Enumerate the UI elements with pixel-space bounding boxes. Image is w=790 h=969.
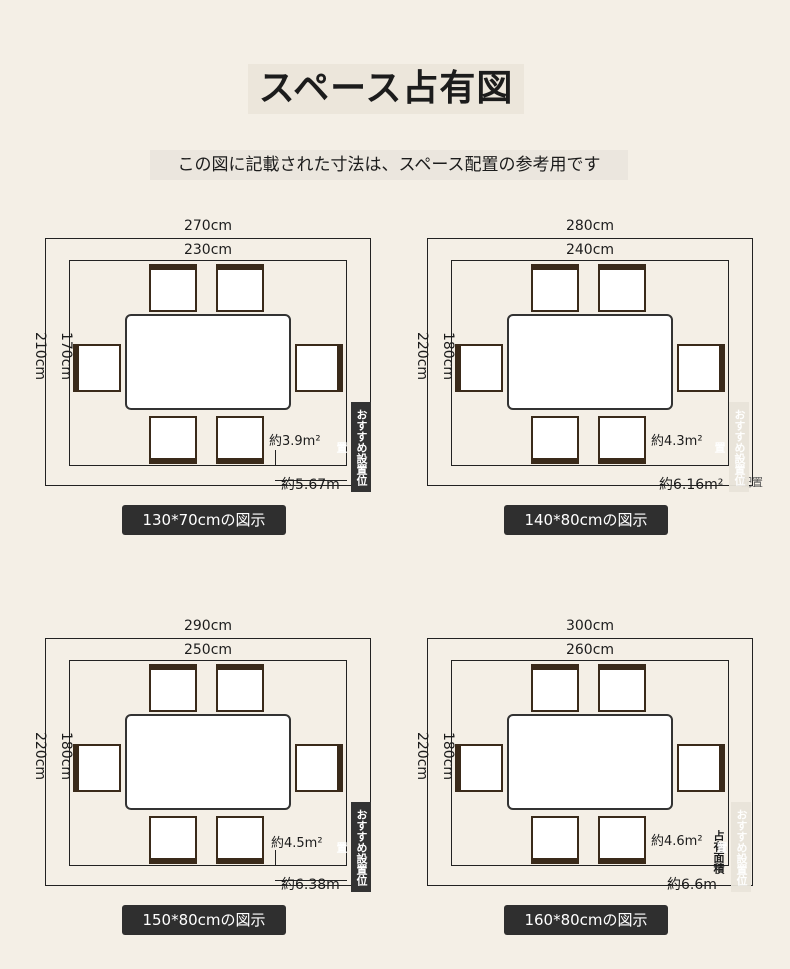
inner-area-rect [69,660,347,866]
diagram-140x80: 280cm 240cm 220cm 180cm 約4.3m² 約6.16m² 配… [414,218,787,528]
inner-width-label: 230cm [183,242,233,258]
outer-width-label: 290cm [183,618,233,634]
outer-width-label: 280cm [565,218,615,234]
area-bracket [275,850,276,866]
inner-height-label: 180cm [440,731,456,781]
inner-area-rect [69,260,347,466]
chair-right [295,344,343,392]
outer-area-label: 約5.67m [281,477,340,493]
chair-left [455,344,503,392]
area-bracket [275,480,347,481]
caption-140x80: 140*80cmの図示 [504,505,668,535]
outer-height-label: 220cm [32,731,48,781]
recommend-badge: おすすめ設置位置 [713,402,749,492]
chair-bottom-left [149,816,197,864]
dining-table [507,714,673,810]
outer-area-rect [45,638,371,886]
chair-bottom-left [531,416,579,464]
page-subtitle: この図に記載された寸法は、スペース配置の参考用です [150,150,628,180]
caption-150x80: 150*80cmの図示 [122,905,286,935]
outer-area-rect [427,638,753,886]
chair-left [455,744,503,792]
chair-top-left [531,264,579,312]
inner-width-label: 250cm [183,642,233,658]
outer-area-rect [427,238,753,486]
chair-top-right [598,664,646,712]
area-bracket [275,880,347,881]
dining-table [507,314,673,410]
diagram-130x70: 270cm 230cm 210cm 170cm 約3.9m² 約5.67m おす… [32,218,405,528]
inner-area-rect [451,260,729,466]
chair-right [677,744,725,792]
chair-bottom-right [598,816,646,864]
outer-area-label: 約6.38m [281,877,340,893]
diagram-150x80: 290cm 250cm 220cm 180cm 約4.5m² 約6.38m おす… [32,618,405,928]
dining-table [125,714,291,810]
chair-top-right [216,664,264,712]
chair-top-left [531,664,579,712]
inner-area-label: 約3.9m² [269,434,321,449]
outer-area-label: 約6.6m [667,877,717,893]
inner-width-label: 240cm [565,242,615,258]
inner-width-label: 260cm [565,642,615,658]
dining-table [125,314,291,410]
area-bracket [275,450,276,466]
chair-right [295,744,343,792]
page-title: スペース占有図 [248,64,524,114]
outer-height-label: 220cm [414,731,430,781]
inner-area-label: 約4.5m² [271,836,323,851]
caption-160x80: 160*80cmの図示 [504,905,668,935]
chair-top-right [598,264,646,312]
inner-area-label: 約4.6m² [651,834,703,849]
outer-width-label: 300cm [565,618,615,634]
outer-height-label: 210cm [32,331,48,381]
outer-width-label: 270cm [183,218,233,234]
chair-bottom-right [216,816,264,864]
diagram-160x80: 300cm 260cm 220cm 180cm 約4.6m² 占有面積 約6.6… [414,618,787,928]
recommend-badge: おすすめ設置位置 [335,802,371,892]
inner-area-label: 約4.3m² [651,434,703,449]
inner-height-label: 170cm [58,331,74,381]
chair-bottom-right [216,416,264,464]
recommend-badge: おすすめ設置位置 [335,402,371,492]
chair-bottom-right [598,416,646,464]
chair-bottom-left [149,416,197,464]
chair-left [73,344,121,392]
caption-130x70: 130*70cmの図示 [122,505,286,535]
chair-right [677,344,725,392]
inner-height-label: 180cm [440,331,456,381]
inner-area-rect [451,660,729,866]
outer-area-rect [45,238,371,486]
outer-height-label: 220cm [414,331,430,381]
chair-top-left [149,664,197,712]
recommend-badge: おすすめ設置位置 [715,802,751,892]
chair-top-left [149,264,197,312]
chair-left [73,744,121,792]
outer-area-label: 約6.16m² [659,477,724,493]
inner-height-label: 180cm [58,731,74,781]
occupied-area-label: 占有面積 [711,830,725,874]
chair-bottom-left [531,816,579,864]
chair-top-right [216,264,264,312]
